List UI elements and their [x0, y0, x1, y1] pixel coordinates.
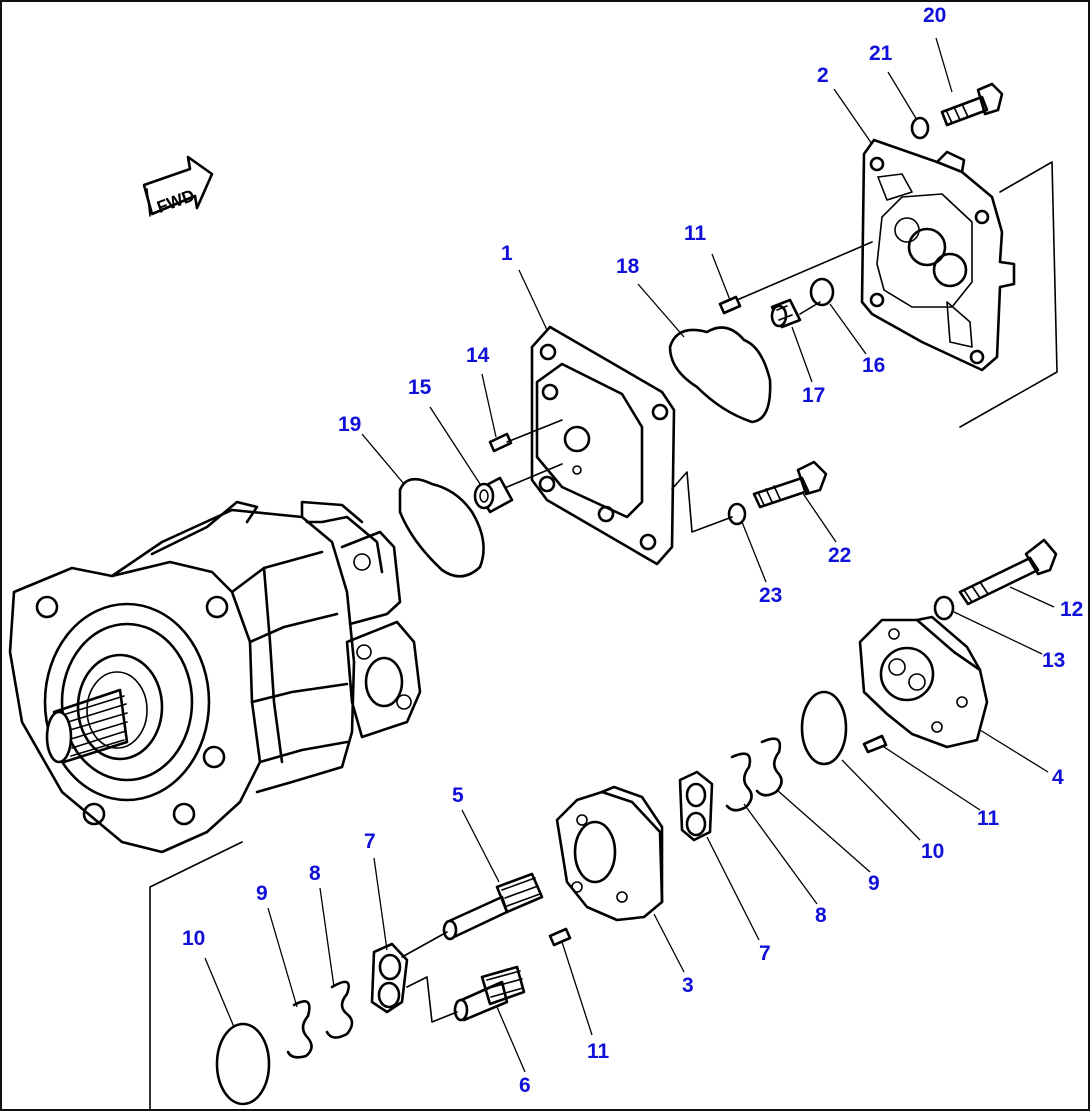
part-13-washer	[933, 595, 955, 621]
callout-5: 5	[452, 784, 464, 807]
part-12-bolt	[958, 538, 1058, 606]
callout-10-left: 10	[182, 927, 205, 950]
callout-11-upper: 11	[684, 222, 707, 245]
callout-19: 19	[338, 413, 361, 436]
callout-23: 23	[759, 584, 782, 607]
callout-8-right: 8	[815, 904, 827, 927]
part-21-washer	[910, 116, 930, 140]
callout-8-left: 8	[309, 862, 321, 885]
callout-10-right: 10	[921, 840, 944, 863]
callout-11-lower: 11	[587, 1040, 610, 1063]
part-20-bolt	[940, 82, 1004, 127]
part-23-washer	[727, 502, 747, 526]
callout-6: 6	[519, 1074, 531, 1097]
part-9-seal-right	[755, 737, 783, 797]
fwd-arrow-icon: FWD	[142, 155, 214, 217]
callout-7-right: 7	[759, 942, 771, 965]
callout-21: 21	[869, 42, 893, 65]
part-10-ring-right	[800, 690, 848, 766]
callout-12: 12	[1060, 598, 1083, 621]
callout-11-right: 11	[977, 807, 1000, 830]
pump-body	[8, 500, 422, 854]
part-8-seal-right	[725, 752, 753, 812]
part-10-ring-left	[215, 1022, 271, 1106]
part-15-collar	[473, 476, 514, 514]
callout-4: 4	[1052, 766, 1064, 789]
part-1-cover-plate	[530, 325, 676, 566]
part-2-rear-plate	[860, 138, 1058, 428]
callout-14: 14	[466, 344, 490, 367]
part-7-bushing-right	[678, 770, 714, 842]
callout-9-right: 9	[868, 872, 880, 895]
callout-2: 2	[817, 64, 829, 87]
callout-18: 18	[616, 255, 640, 278]
part-18-gasket	[668, 326, 772, 424]
part-4-front-cover	[858, 615, 989, 749]
callout-13: 13	[1042, 649, 1065, 672]
callout-22: 22	[828, 544, 851, 567]
part-22-bolt	[752, 460, 828, 509]
part-19-gasket	[398, 477, 485, 578]
callout-7-left: 7	[364, 830, 376, 853]
fwd-label: FWD	[154, 186, 197, 217]
part-11-pin-upper	[718, 295, 742, 315]
part-7-bushing-left	[370, 942, 409, 1014]
part-3-gear-housing	[555, 785, 664, 922]
part-5-drive-shaft	[442, 872, 544, 941]
leader-lines	[204, 37, 1055, 1073]
part-9-seal-left	[286, 1000, 313, 1059]
part-16-o-ring	[809, 277, 835, 307]
part-11-pin-lower	[548, 927, 572, 947]
callout-16: 16	[862, 354, 885, 377]
assembly-guide-lines	[149, 241, 873, 1111]
callout-15: 15	[408, 376, 432, 399]
callout-labels: 1 2 3 4 5 6 7 7 8 8 9 9 10 10 11 11 11 1…	[182, 4, 1083, 1097]
part-14-pin	[488, 432, 513, 453]
callout-17: 17	[802, 384, 825, 407]
part-6-driven-shaft	[453, 965, 526, 1022]
callout-20: 20	[923, 4, 946, 27]
callout-3: 3	[682, 974, 694, 997]
part-8-seal-left	[325, 980, 354, 1039]
callout-9-left: 9	[256, 882, 268, 905]
part-17-fitting	[770, 298, 802, 329]
callout-1: 1	[501, 242, 513, 265]
part-11-pin-right	[862, 734, 888, 754]
